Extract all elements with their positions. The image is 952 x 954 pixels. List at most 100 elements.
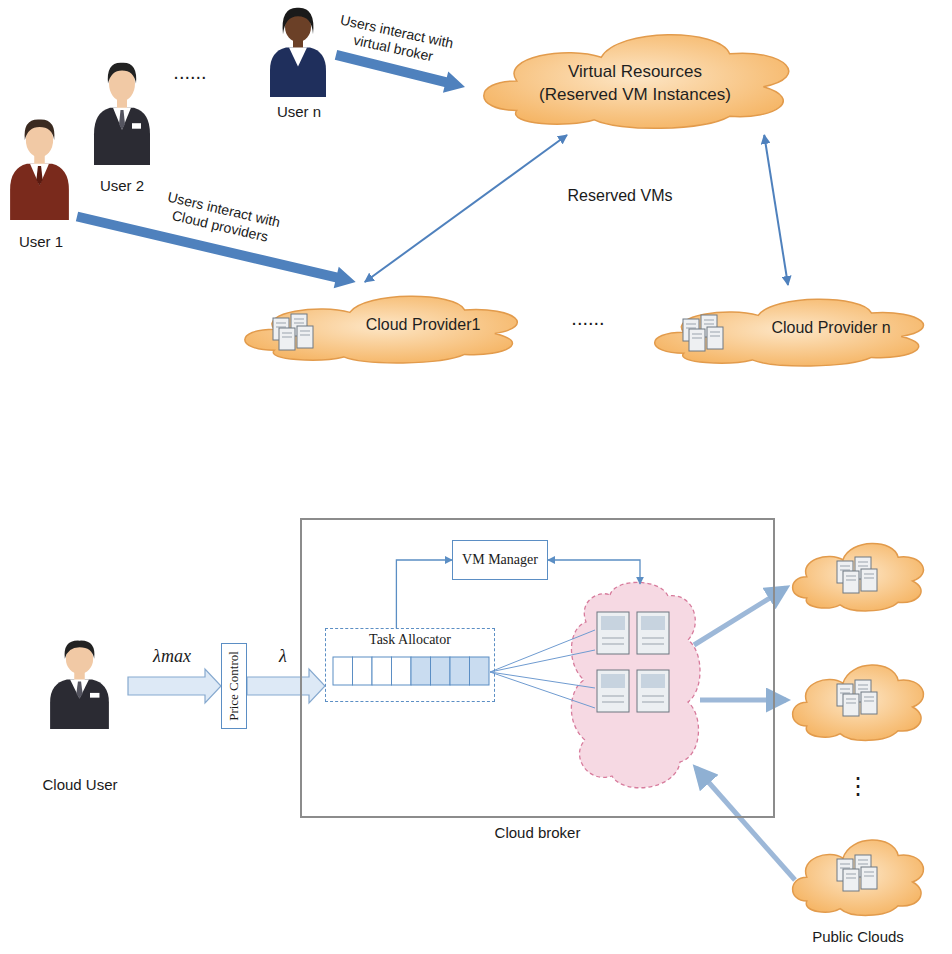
user-figure [94, 63, 150, 165]
cloud-outline [655, 299, 924, 366]
text-holder: VM Manager [453, 541, 547, 579]
task-queue [333, 657, 353, 685]
task-queue [431, 657, 451, 685]
dispatch-lines [490, 630, 595, 708]
cloud-node: Cloud Provider1 [228, 282, 532, 368]
dispatch-lines [490, 650, 595, 672]
manager-box: VM Manager [452, 540, 548, 580]
user-figure [289, 48, 307, 67]
task-queue [450, 657, 470, 685]
node-label: Cloud broker [495, 824, 581, 841]
public-cloud [837, 557, 877, 593]
user-figure [50, 680, 109, 729]
text-holder: Virtual Resources(Reserved VM Instances) [465, 15, 805, 135]
node-label: (Reserved VM Instances) [539, 84, 731, 107]
annotation: Public Clouds [812, 928, 904, 945]
node-label: Task Allocator [369, 632, 451, 648]
user-figure [76, 682, 82, 699]
user-figure [65, 641, 95, 659]
user-figure [113, 108, 131, 130]
user-figure [30, 164, 49, 186]
annotation: Reserved VMs [568, 187, 673, 205]
connector-arrow [365, 135, 567, 282]
user-figure [283, 8, 314, 35]
text-holder: User n [262, 103, 336, 120]
cloud-link [694, 588, 786, 645]
node-label: VM Manager [462, 552, 538, 568]
user-figure [94, 108, 150, 165]
public-cloud [793, 665, 924, 740]
text-holder: Price Control [222, 644, 246, 728]
public-cloud [793, 840, 924, 915]
cloud-outline [484, 35, 789, 129]
user-figure [10, 164, 69, 220]
user-figure [90, 693, 99, 698]
node-label: Cloud Provider1 [366, 314, 481, 336]
node-label: User 1 [19, 233, 63, 250]
vm-pool-cloud [571, 582, 700, 787]
user-figure: User n [262, 0, 336, 122]
public-cloud [793, 543, 924, 610]
user-figure [10, 120, 69, 220]
text-holder: Cloud Provider1 [338, 282, 508, 368]
vm-pool-cloud [571, 582, 700, 787]
vm-pool-cloud [597, 670, 629, 712]
user-figure [270, 8, 326, 97]
user-figure [36, 166, 42, 185]
text-holder: Cloud broker [302, 824, 773, 841]
server-cluster [273, 314, 313, 350]
task-queue [333, 657, 489, 685]
node-label: User n [277, 103, 321, 120]
user-figure [108, 63, 136, 84]
price-control-box: Price Control [221, 643, 247, 729]
task-queue [353, 657, 373, 685]
text-holder: Cloud Provider n [748, 285, 914, 371]
node-label: Virtual Resources [568, 61, 702, 84]
broker-frame: Cloud brokerVM ManagerTask Allocator [300, 518, 775, 818]
user-figure: User 1 [5, 110, 77, 252]
node-label: Cloud Provider n [771, 317, 890, 339]
annotation: ...... [571, 307, 604, 330]
text-holder: Cloud User [32, 776, 128, 793]
node-label: Cloud User [42, 776, 117, 793]
vm-control-line [548, 560, 640, 584]
annotation: ...... [173, 61, 206, 84]
edge-label: λmax [153, 646, 191, 667]
vm-pool-cloud [637, 612, 669, 654]
cloud-node: Cloud Provider n [638, 285, 938, 371]
edge-label: λ [279, 646, 287, 667]
user-figure [50, 641, 109, 729]
user-figure [132, 123, 141, 128]
user-figure [70, 680, 89, 699]
task-queue [411, 657, 431, 685]
public-cloud [837, 855, 877, 891]
user-figure: Cloud User [32, 630, 128, 795]
dispatch-lines [490, 672, 595, 708]
cloud-outline [245, 296, 517, 363]
task-queue [392, 657, 412, 685]
connector-arrow [396, 560, 452, 628]
allocator-box: Task Allocator [325, 628, 495, 702]
annotation: ⋮ [846, 772, 870, 800]
text-holder: Task Allocator [326, 632, 494, 648]
task-queue [470, 657, 490, 685]
node-label: Price Control [226, 651, 242, 721]
dispatch-lines [490, 672, 595, 688]
user-figure [270, 48, 326, 97]
vm-pool-cloud [637, 670, 669, 712]
public-cloud [793, 543, 924, 610]
public-cloud [793, 665, 924, 740]
task-queue [372, 657, 392, 685]
server-cluster [683, 315, 723, 351]
vm-pool-cloud [597, 612, 629, 654]
node-label: User 2 [100, 177, 144, 194]
public-cloud [837, 680, 877, 716]
cloud-link [694, 588, 795, 880]
text-holder: User 2 [86, 177, 158, 194]
text-holder: User 1 [5, 233, 77, 250]
connector-arrow [247, 669, 325, 703]
connector-arrow [128, 669, 221, 703]
public-cloud [793, 840, 924, 915]
